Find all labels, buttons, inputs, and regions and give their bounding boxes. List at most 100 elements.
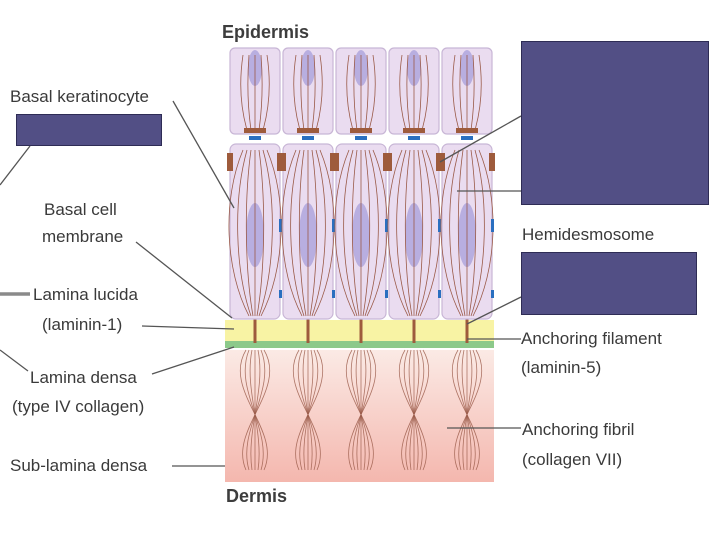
tonofilament	[237, 149, 252, 317]
label-laminin-1: (laminin-1)	[42, 315, 123, 334]
tonofilament	[366, 149, 388, 317]
hidden-label-box-left	[16, 114, 162, 146]
anchoring-fibril	[401, 349, 430, 471]
tonofilament	[290, 149, 305, 317]
anchoring-fibril	[461, 349, 472, 471]
label-basal-keratinocyte: Basal keratinocyte	[10, 87, 149, 106]
keratin-filament	[421, 54, 429, 131]
keratin-filament	[459, 54, 464, 131]
tonofilament	[404, 149, 413, 317]
lateral-junction	[438, 219, 441, 232]
anchoring-fibril	[348, 349, 377, 471]
anchoring-filament	[465, 319, 469, 343]
tonofilament	[245, 149, 254, 317]
anchoring-fibril	[244, 349, 264, 471]
lamina-densa-band	[225, 341, 494, 348]
desmosome-blue	[408, 136, 420, 140]
keratin-filament	[247, 54, 252, 131]
desmosome-plaque	[244, 128, 266, 133]
tonofilament	[256, 149, 265, 317]
tonofilament	[311, 149, 326, 317]
keratin-filament	[300, 54, 305, 131]
lateral-junction	[279, 219, 282, 232]
desmosome-plaque	[350, 128, 372, 133]
leader-basal-keratinocyte	[172, 100, 235, 209]
anchoring-fibril	[398, 349, 427, 471]
tonofilament	[419, 149, 441, 317]
label-basal-cell: Basal cell	[44, 200, 117, 219]
anchoring-fibril	[403, 349, 423, 471]
dermis-heading: Dermis	[226, 486, 288, 506]
tonofilament	[362, 149, 371, 317]
desmosome-plaque	[297, 128, 319, 133]
leader-lamina-densa	[151, 346, 235, 375]
anchoring-fibril	[242, 349, 271, 471]
leader-box-left	[0, 145, 31, 186]
leader-basal-cell-membrane	[135, 241, 233, 319]
tonofilament	[351, 149, 360, 317]
hidden-label-box-bottom-right	[521, 252, 697, 315]
anchoring-fibril	[355, 349, 366, 471]
tonofilament	[334, 149, 356, 317]
epidermis-heading: Epidermis	[222, 22, 310, 42]
anchoring-fibril	[299, 349, 319, 471]
tonofilament	[472, 149, 494, 317]
tonofilament	[281, 149, 303, 317]
desmosome-blue	[249, 136, 261, 140]
anchoring-fibril	[409, 349, 420, 471]
label-collagen-vii: (collagen VII)	[522, 450, 623, 469]
anchoring-fibril	[246, 349, 266, 471]
anchoring-fibril	[292, 349, 321, 471]
tonofilament	[417, 149, 432, 317]
tonofilament	[298, 149, 307, 317]
anchoring-fibril	[458, 349, 478, 471]
anchoring-fibril	[303, 349, 314, 471]
tonofilament	[309, 149, 318, 317]
desmosome-plaque	[456, 128, 478, 133]
lateral-desmosome	[280, 153, 286, 171]
tonofilament	[468, 149, 477, 317]
anchoring-fibril	[297, 349, 317, 471]
label-anchoring-filament: Anchoring filament	[521, 329, 662, 348]
tonofilament	[449, 149, 464, 317]
keratin-filament	[452, 54, 460, 131]
anchoring-filament	[306, 319, 310, 343]
keratin-filament	[258, 54, 263, 131]
lateral-desmosome	[386, 153, 392, 171]
anchoring-filament	[359, 319, 363, 343]
keratin-filament	[240, 54, 248, 131]
dermis-layer	[225, 350, 494, 482]
lateral-junction	[491, 290, 494, 298]
anchoring-fibril	[451, 349, 480, 471]
anchoring-fibril	[356, 349, 367, 471]
keratin-filament	[474, 54, 482, 131]
leader-lamina-densa-left	[0, 349, 29, 372]
anchoring-filament	[412, 319, 416, 343]
anchoring-fibril	[250, 349, 261, 471]
label-membrane: membrane	[42, 227, 124, 246]
anchoring-fibril	[350, 349, 370, 471]
anchoring-fibril	[352, 349, 372, 471]
keratin-filament	[293, 54, 301, 131]
label-type-iv-collagen: (type IV collagen)	[12, 397, 145, 416]
tonofilament	[415, 149, 424, 317]
tonofilament	[364, 149, 379, 317]
tonofilament	[396, 149, 411, 317]
keratin-filament	[364, 54, 369, 131]
keratin-filament	[311, 54, 316, 131]
tonofilament	[313, 149, 335, 317]
keratin-filament	[346, 54, 354, 131]
anchoring-fibril	[456, 349, 476, 471]
lateral-desmosome	[489, 153, 495, 171]
anchoring-fibril	[408, 349, 419, 471]
anchoring-fibril	[405, 349, 425, 471]
anchoring-fibril	[249, 349, 260, 471]
leader-lines	[0, 100, 522, 467]
lateral-desmosome	[333, 153, 339, 171]
lateral-junction	[279, 290, 282, 298]
leader-lamina-lucida	[141, 325, 235, 330]
lateral-junction	[332, 219, 335, 232]
hidden-label-box-top-right	[521, 41, 709, 205]
tonofilament	[258, 149, 273, 317]
